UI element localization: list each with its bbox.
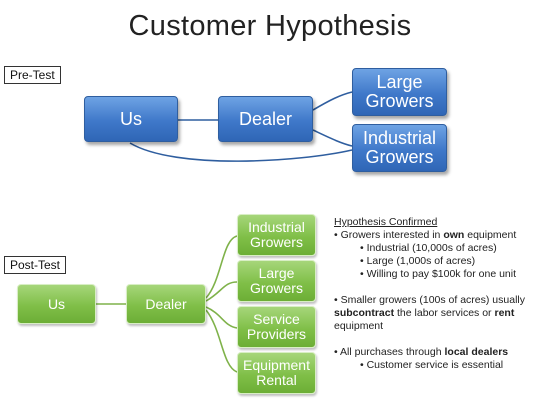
notes-sub-large: • Large (1,000s of acres) [360, 255, 476, 267]
pre-us-node: Us [84, 96, 178, 142]
notes-b2-mid: the labor services or [394, 307, 495, 319]
pre-large-growers-line2: Growers [365, 91, 434, 111]
notes-bullet-own-equipment: • Growers interested in own equipment [334, 229, 534, 242]
post-equipment-rental-line2: Rental [256, 372, 297, 388]
post-equipment-rental-node: Equipment Rental [237, 352, 316, 394]
notes-bullet-equipment: equipment [334, 320, 384, 332]
post-industrial-growers-line1: Industrial [248, 219, 305, 236]
dealer-industrial-post-connector [205, 235, 238, 299]
post-large-growers-line1: Large [258, 265, 295, 282]
dealer-rental-post-connector [205, 309, 238, 373]
post-dealer-node: Dealer [126, 284, 206, 324]
pre-dealer-label: Dealer [238, 108, 293, 129]
pre-test-tag: Pre-Test [4, 66, 61, 84]
post-us-label: Us [47, 295, 66, 312]
dealer-service-post-connector [205, 306, 238, 329]
notes-sub-industrial: • Industrial (10,000s of acres) [360, 242, 497, 254]
post-equipment-rental-line1: Equipment [243, 357, 310, 374]
us-industrial-connector [129, 142, 353, 162]
post-test-tag: Post-Test [4, 256, 67, 274]
notes-heading: Hypothesis Confirmed [334, 216, 438, 228]
pre-large-growers-line1: Large [376, 72, 423, 93]
post-dealer-label: Dealer [145, 295, 187, 312]
notes-bullet-smaller-growers: • Smaller growers (100s of acres) usuall… [334, 294, 525, 306]
dealer-large-connector [312, 91, 353, 111]
post-service-providers-line2: Providers [246, 326, 307, 342]
post-large-growers-line2: Growers [250, 280, 303, 296]
post-service-providers-node: Service Providers [237, 306, 316, 348]
notes-b3-bold: local dealers [444, 346, 509, 358]
page-title: Customer Hypothesis [128, 10, 412, 42]
pre-industrial-growers-line2: Growers [365, 147, 434, 167]
post-industrial-growers-line2: Growers [250, 234, 303, 250]
pre-dealer-node: Dealer [218, 96, 313, 142]
post-us-node: Us [17, 284, 96, 324]
notes-bullet-local-dealers: • All purchases through local dealers [334, 346, 534, 359]
notes-sub-customer-service: • Customer service is essential [360, 359, 504, 371]
notes-b3-pre: • All purchases through [334, 346, 445, 358]
post-industrial-growers-node: Industrial Growers [237, 214, 316, 256]
notes-sub-willing: • Willing to pay $100k for one unit [360, 268, 517, 280]
hypothesis-notes: Hypothesis Confirmed • Growers intereste… [334, 216, 534, 372]
post-service-providers-line1: Service [253, 311, 300, 328]
dealer-large-post-connector [205, 281, 238, 302]
notes-b2-bold2: rent [494, 307, 515, 319]
notes-b1-pre: • Growers interested in [334, 229, 444, 241]
dealer-industrial-connector [312, 129, 353, 147]
pre-industrial-growers-node: Industrial Growers [352, 124, 447, 172]
notes-bullet-subcontract: subcontract the labor services or rent [334, 307, 534, 320]
notes-b1-post: equipment [464, 229, 517, 241]
pre-large-growers-node: Large Growers [352, 68, 447, 116]
notes-b2-bold1: subcontract [334, 307, 395, 319]
notes-b1-bold: own [443, 229, 465, 241]
pre-us-label: Us [120, 108, 142, 129]
pre-industrial-growers-line1: Industrial [362, 128, 437, 149]
post-large-growers-node: Large Growers [237, 260, 316, 302]
